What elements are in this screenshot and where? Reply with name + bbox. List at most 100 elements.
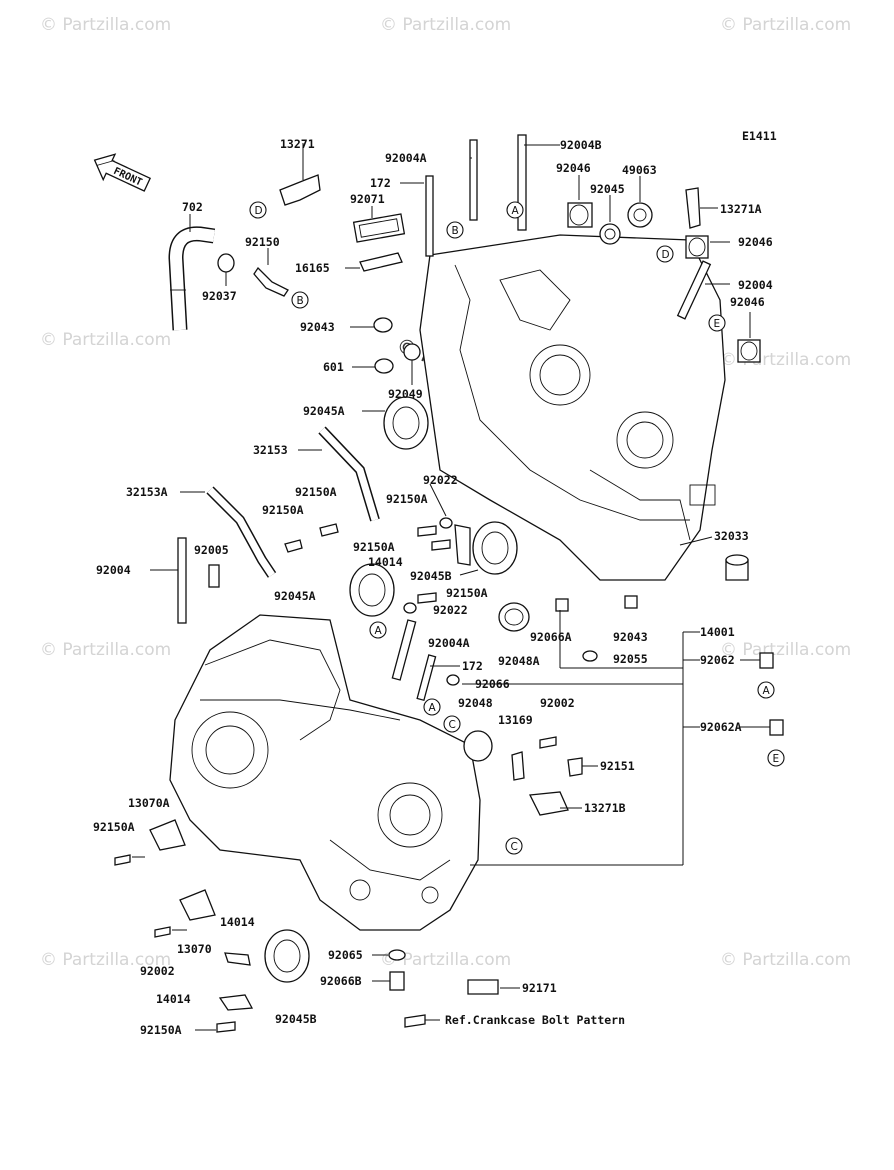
diagram-code: E1411 [742,129,777,143]
part-label: 13070A [128,796,170,810]
upper-crankcase [419,234,726,581]
part-label: 92071 [350,192,385,206]
marker-b: B [291,291,309,309]
part-label: 32153 [253,443,288,457]
marker-a: A [369,621,387,639]
front-arrow-icon: FRONT [93,153,152,192]
part-label: 92045A [274,589,316,603]
marker-a: A [423,698,441,716]
part-labels: 13271 92004B 92004A 172 92046 49063 9204… [93,137,773,1037]
watermark: © Partzilla.com [40,950,171,970]
svg-text:A: A [763,685,771,697]
svg-text:E: E [714,318,721,330]
watermark: © Partzilla.com [380,950,511,970]
part-label: 92049 [388,387,423,401]
part-label: 92037 [202,289,237,303]
part-label: 92066B [320,974,362,988]
part-label: 92150A [93,820,135,834]
part-label: 49063 [622,163,657,177]
part-label: 172 [462,659,483,673]
part-label: 13070 [177,942,212,956]
part-label: 92045B [410,569,452,583]
part-label: 92002 [540,696,575,710]
part-label: 702 [182,200,203,214]
part-label: 92046 [738,235,773,249]
part-label: 172 [370,176,391,190]
part-label: 32033 [714,529,749,543]
part-label: 13169 [498,713,533,727]
watermark: © Partzilla.com [40,15,171,35]
part-label: 92045B [275,1012,317,1026]
reference-note: Ref.Crankcase Bolt Pattern [445,1013,625,1027]
svg-text:A: A [375,625,383,637]
part-label: 92065 [328,948,363,962]
part-label: 92062A [700,720,742,734]
svg-text:B: B [452,225,459,237]
marker-d: D [656,245,674,263]
svg-text:E: E [773,753,780,765]
watermark: © Partzilla.com [40,330,171,350]
part-label: 92055 [613,652,648,666]
svg-text:D: D [255,205,263,217]
watermark: © Partzilla.com [380,15,511,35]
part-label: 92046 [730,295,765,309]
marker-c: C [505,837,523,855]
marker-e: E [708,314,726,332]
part-label: 92004 [738,278,773,292]
watermark: © Partzilla.com [720,15,851,35]
part-label: 92150A [140,1023,182,1037]
part-label: 92066 [475,677,510,691]
part-label: 92022 [423,473,458,487]
part-label: 14001 [700,625,735,639]
part-label: 16165 [295,261,330,275]
svg-text:B: B [297,295,304,307]
part-label: 13271A [720,202,762,216]
part-label: 92151 [600,759,635,773]
part-label: 14014 [156,992,191,1006]
part-label: 92150A [386,492,428,506]
marker-e: E [767,749,785,767]
svg-text:D: D [662,249,670,261]
lower-crankcase [169,614,481,931]
part-label: 92046 [556,161,591,175]
svg-text:A: A [512,205,520,217]
part-label: 92043 [300,320,335,334]
leader-lines [132,143,770,1031]
part-label: 92004B [560,138,602,152]
part-label: 92004A [385,151,427,165]
svg-text:C: C [511,841,518,853]
part-label: 92004A [428,636,470,650]
part-label: 92150A [446,586,488,600]
part-label: 13271B [584,801,626,815]
svg-text:A: A [429,702,437,714]
part-label: 32153A [126,485,168,499]
part-label: 92150 [245,235,280,249]
marker-d: D [249,201,267,219]
part-label: 92045A [303,404,345,418]
marker-c: C [443,715,461,733]
part-label: 92171 [522,981,557,995]
marker-a: A [757,681,775,699]
svg-text:C: C [449,719,456,731]
part-label: 92062 [700,653,735,667]
part-label: 92048 [458,696,493,710]
part-label: 13271 [280,137,315,151]
part-label: 601 [323,360,344,374]
part-label: 92150A [262,503,304,517]
part-label: 92043 [613,630,648,644]
part-label: 92150A [295,485,337,499]
part-label: 14014 [368,555,403,569]
small-parts [114,134,784,1033]
watermark: © Partzilla.com [720,640,851,660]
marker-a: A [506,201,524,219]
letter-markers: D B B A D E A A C C A E [249,201,785,855]
part-label: 92150A [353,540,395,554]
part-label: 92066A [530,630,572,644]
watermark: © Partzilla.com [40,640,171,660]
part-label: 92002 [140,964,175,978]
part-label: 92022 [433,603,468,617]
part-label: 92045 [590,182,625,196]
watermark: © Partzilla.com [720,950,851,970]
